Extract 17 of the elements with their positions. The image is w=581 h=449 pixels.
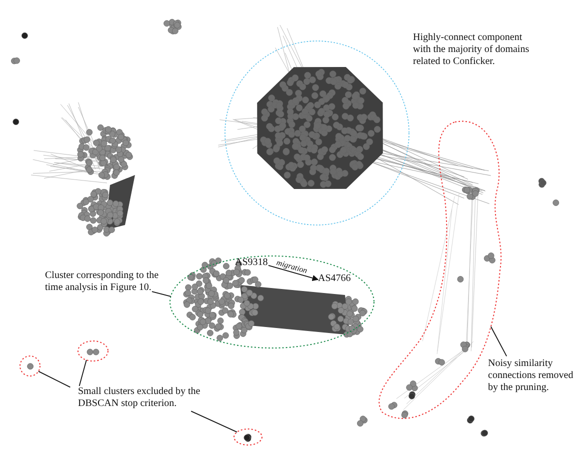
node-label: AS4766	[318, 273, 351, 285]
cluster-outline	[170, 256, 374, 348]
leader-line	[490, 326, 508, 357]
cluster-outline	[20, 356, 40, 376]
leader-line	[190, 410, 238, 433]
cluster-outline	[234, 428, 262, 446]
leader-line	[78, 360, 87, 386]
annotation-text: Noisy similarity connections removed by the pruning.	[488, 358, 581, 394]
edge-label: migration	[275, 256, 309, 277]
leader-line	[152, 291, 172, 297]
arrow	[268, 264, 319, 282]
annotation-text: Cluster corresponding to the time analysis in Figure 10.	[45, 270, 160, 294]
node-label: AS9318	[235, 257, 268, 269]
leader-line	[38, 370, 71, 388]
cluster-outline	[78, 340, 108, 362]
annotation-text: Small clusters excluded by the DBSCAN stop criterion.	[78, 386, 208, 410]
annotation-text: Highly-connect component with the majority of domains related to Conficker.	[413, 32, 530, 68]
